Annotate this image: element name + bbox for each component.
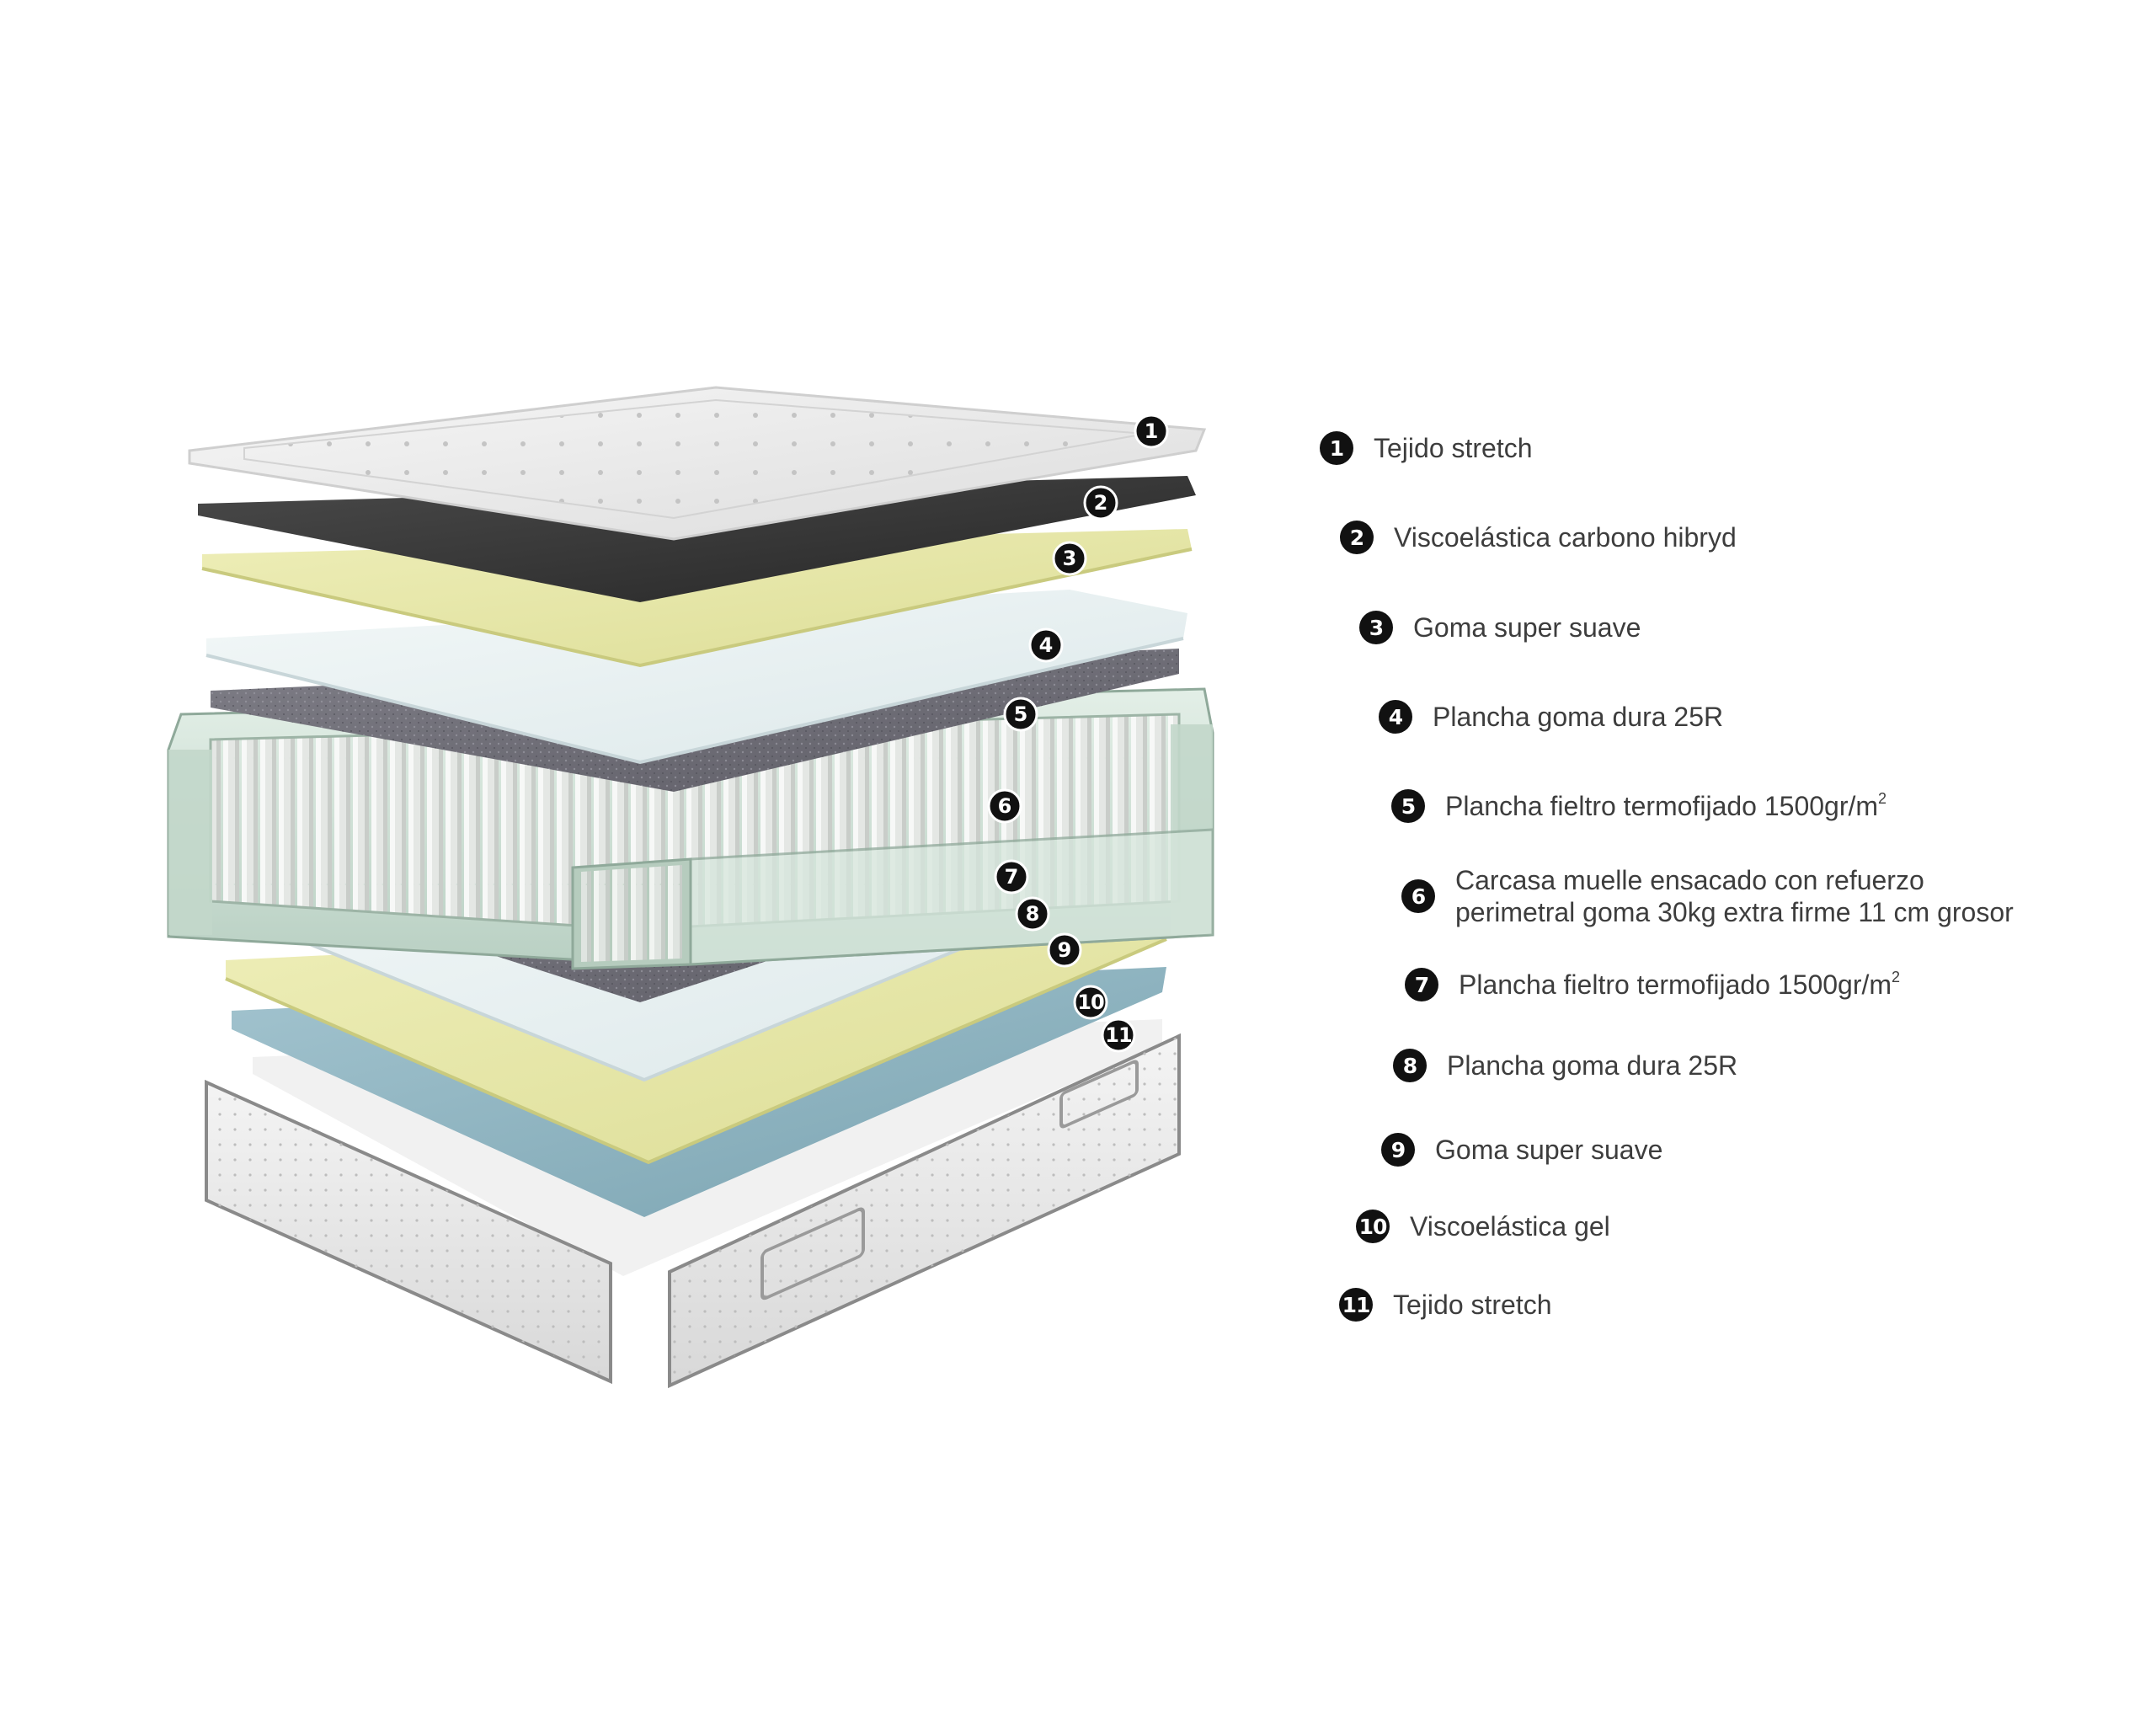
number-badge-icon: 5	[1391, 789, 1425, 823]
legend-label: Plancha fieltro termofijado 1500gr/m2	[1459, 969, 1901, 1000]
legend-label: Plancha goma dura 25R	[1433, 702, 1724, 732]
number-badge-icon: 3	[1359, 611, 1393, 644]
number-badge-icon: 8	[1393, 1049, 1427, 1082]
legend-label: Viscoelástica gel	[1410, 1211, 1610, 1242]
legend-label: Tejido stretch	[1393, 1290, 1552, 1320]
legend-item-3: 3 Goma super suave	[1359, 611, 1641, 644]
number-badge-icon: 6	[1401, 879, 1435, 913]
legend-item-9: 9 Goma super suave	[1381, 1133, 1662, 1167]
legend-item-6: 6 Carcasa muelle ensacado con refuerzo p…	[1401, 864, 2014, 928]
number-badge-icon: 1	[1320, 431, 1353, 465]
number-badge-icon: 10	[1356, 1210, 1390, 1243]
number-badge-icon: 2	[1340, 521, 1374, 554]
legend-item-1: 1 Tejido stretch	[1320, 431, 1533, 465]
legend-item-11: 11 Tejido stretch	[1339, 1288, 1552, 1322]
number-badge-icon: 4	[1379, 700, 1412, 734]
legend-label: Plancha fieltro termofijado 1500gr/m2	[1445, 790, 1887, 821]
layer-2-sheet	[198, 476, 1196, 602]
legend-label: Goma super suave	[1413, 612, 1641, 643]
legend-label: Goma super suave	[1435, 1135, 1663, 1165]
legend-label: Plancha goma dura 25R	[1447, 1050, 1738, 1081]
legend-label: Tejido stretch	[1374, 433, 1533, 463]
legend-item-10: 10 Viscoelástica gel	[1356, 1210, 1610, 1243]
legend-item-7: 7 Plancha fieltro termofijado 1500gr/m2	[1405, 968, 1900, 1001]
layer-4-sheet	[206, 590, 1187, 762]
number-badge-icon: 7	[1405, 968, 1438, 1001]
legend-item-4: 4 Plancha goma dura 25R	[1379, 700, 1723, 734]
layer-1-top-fabric	[188, 386, 1207, 541]
legend-label: Carcasa muelle ensacado con refuerzo per…	[1455, 865, 2014, 927]
handle-icon	[760, 1207, 865, 1300]
legend-label: Viscoelástica carbono hibryd	[1394, 522, 1737, 553]
layer-6-spring-unit	[167, 687, 1214, 970]
legend-item-8: 8 Plancha goma dura 25R	[1393, 1049, 1737, 1082]
legend-item-2: 2 Viscoelástica carbono hibryd	[1340, 521, 1737, 554]
legend-item-5: 5 Plancha fieltro termofijado 1500gr/m2	[1391, 789, 1886, 823]
mattress-base-cover	[205, 1033, 1181, 1389]
number-badge-icon: 11	[1339, 1288, 1373, 1322]
handle-icon	[1059, 1060, 1139, 1129]
number-badge-icon: 9	[1381, 1133, 1415, 1167]
